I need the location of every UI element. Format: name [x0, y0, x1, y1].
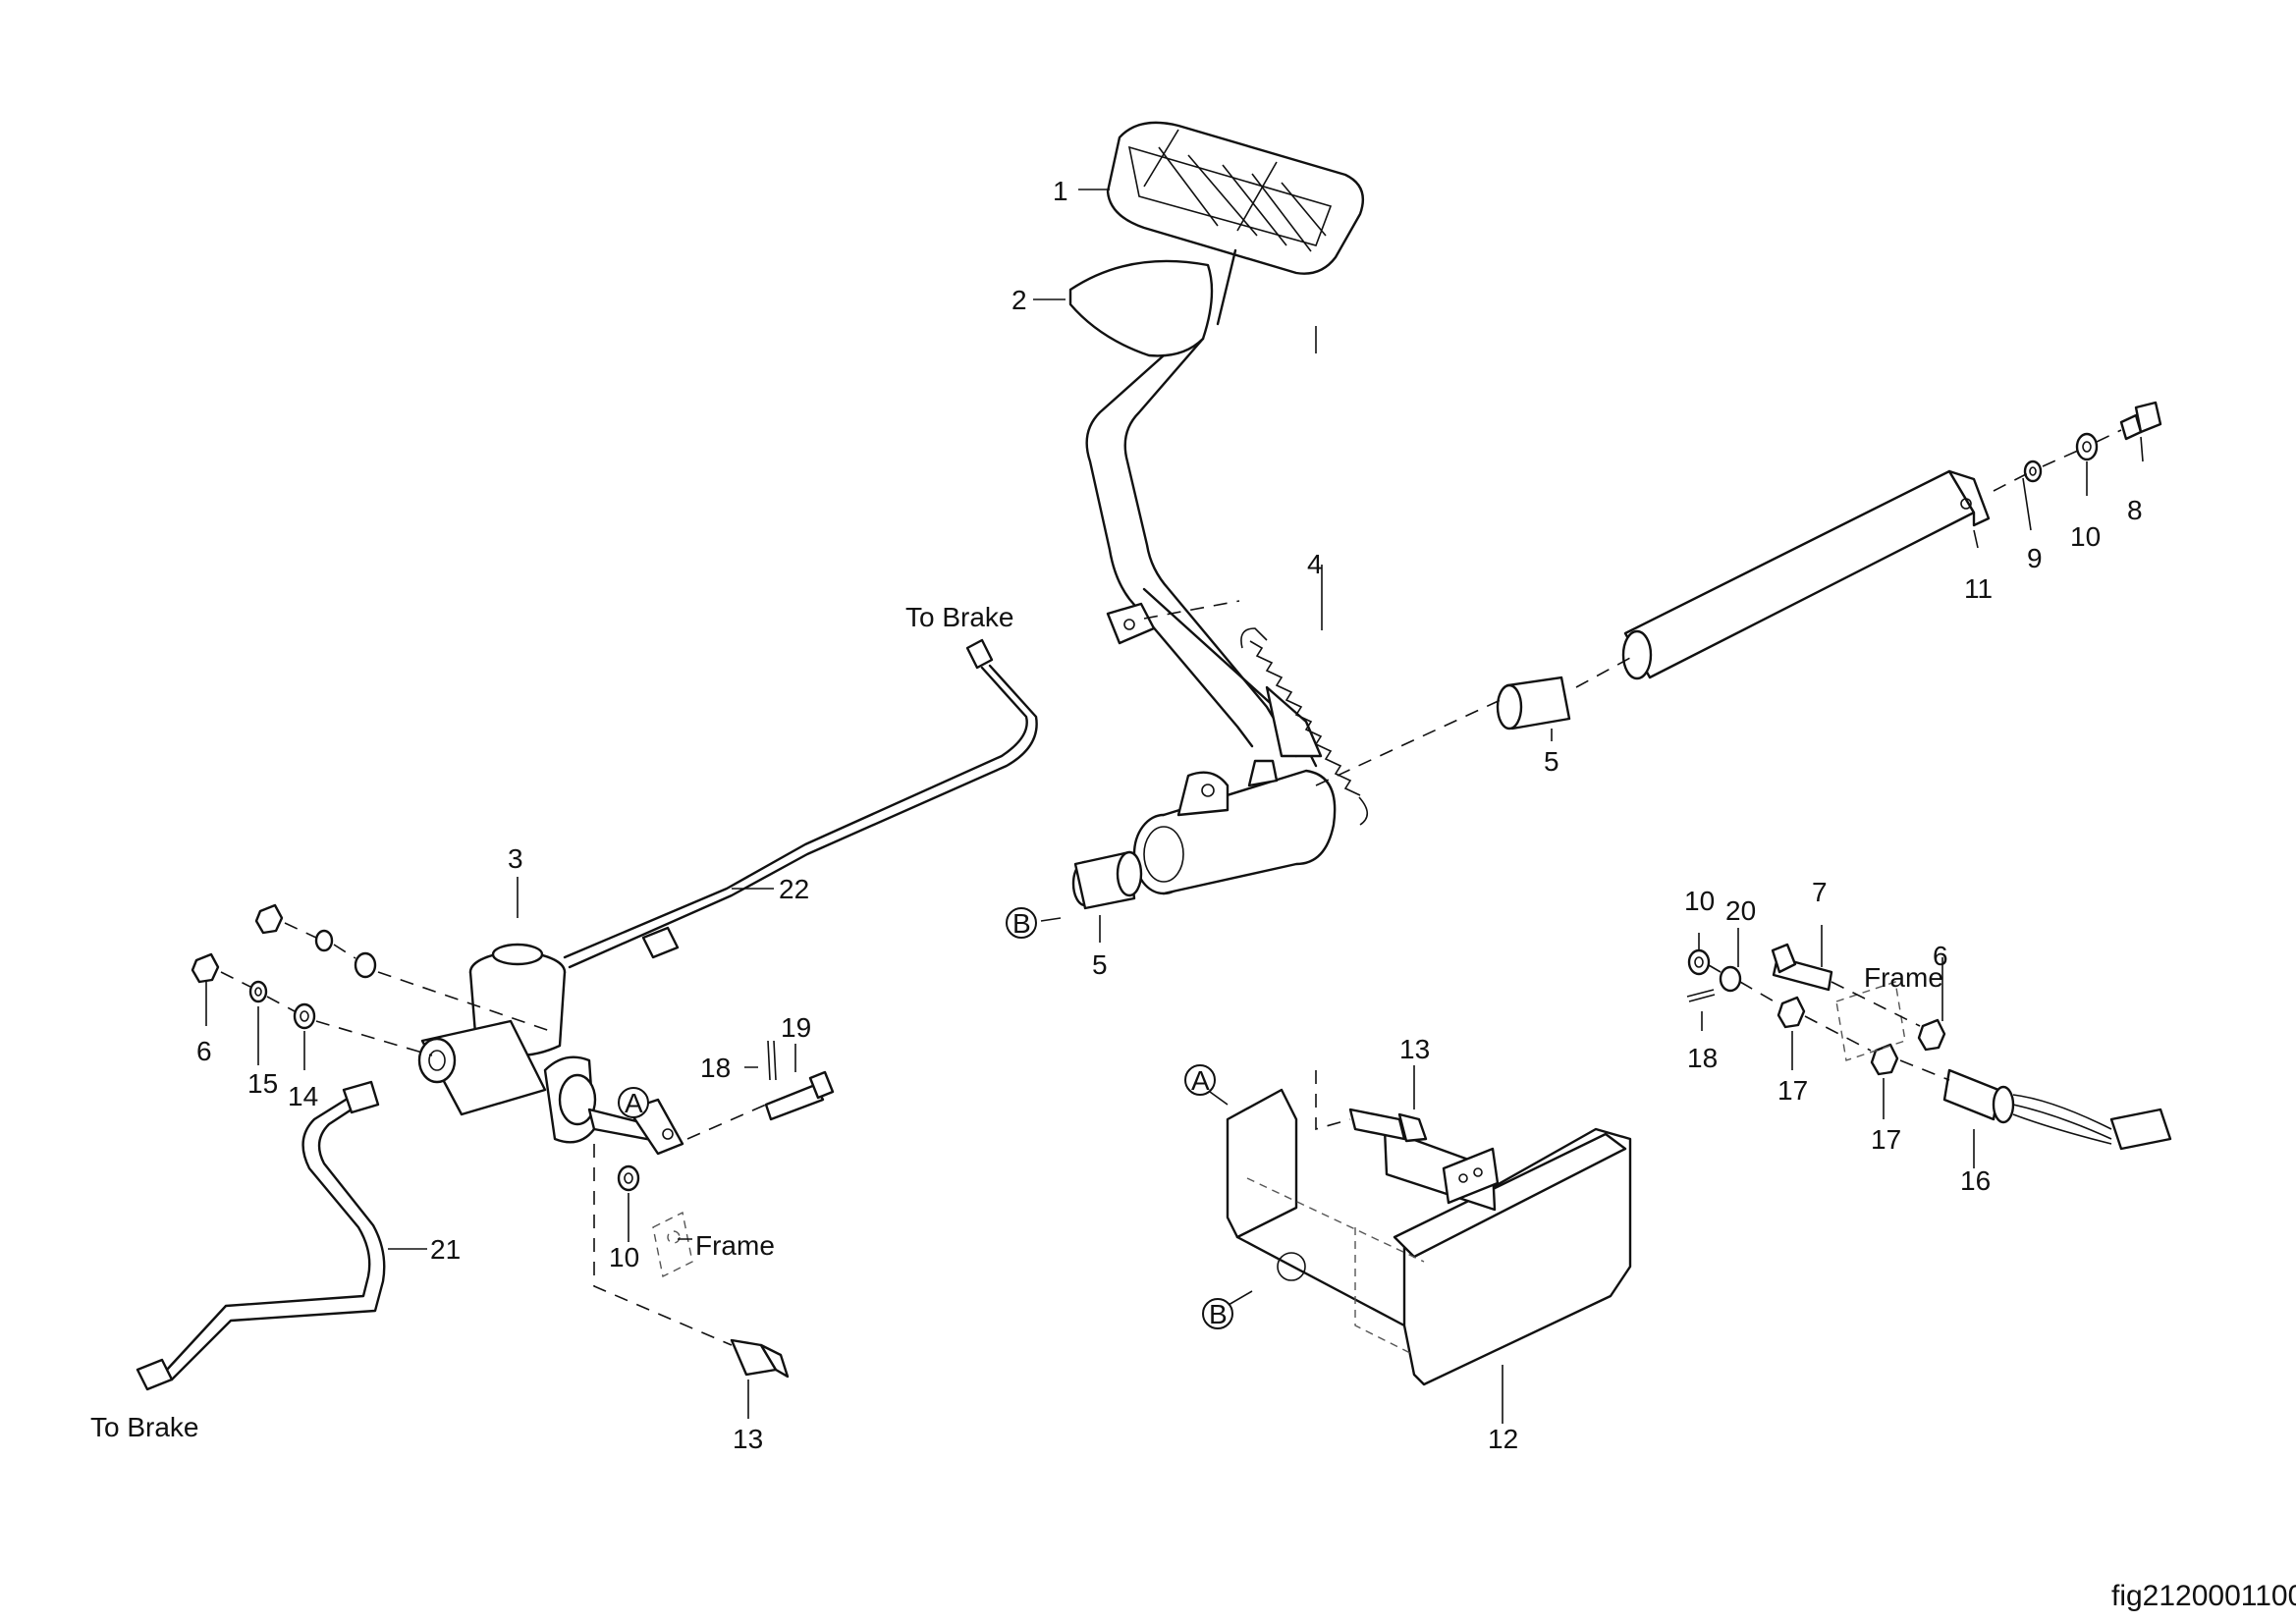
callout-4: 4: [1307, 549, 1323, 579]
ref-circle-A1: [618, 1087, 649, 1118]
washer-14: [293, 1002, 316, 1030]
ref-letter-B2: B: [1209, 1299, 1228, 1329]
callout-7: 7: [1812, 877, 1828, 907]
pedal-arm: [1085, 248, 1323, 768]
reference-letters: A A B B: [625, 908, 1228, 1329]
note-to-brake-bottom: To Brake: [90, 1412, 199, 1442]
figure-id: fig2120001100: [2111, 1580, 2296, 1612]
callout-16: 16: [1960, 1165, 1991, 1196]
callout-6a: 6: [196, 1036, 212, 1066]
callout-11: 11: [1964, 573, 1993, 604]
callout-18a: 18: [700, 1053, 731, 1083]
nut-6-left: [191, 952, 220, 984]
callout-2: 2: [1011, 285, 1027, 315]
note-to-brake-top: To Brake: [905, 602, 1014, 632]
callout-21: 21: [430, 1234, 461, 1265]
return-spring-4: [1143, 600, 1369, 826]
pedal-bracket-12: [1226, 1088, 1632, 1386]
callout-5a: 5: [1544, 746, 1559, 777]
bolt-7: [1771, 943, 1833, 992]
callout-20: 20: [1725, 895, 1756, 926]
cross-shaft-11: [1621, 469, 1991, 680]
master-cylinder-3: [417, 943, 684, 1156]
callout-17b: 17: [1871, 1124, 1901, 1155]
brake-pipe-21: [136, 1080, 386, 1391]
callout-labels: 1 2 3 4 5 5 6 6 7 8 9 10 10 10 11 12 13 …: [196, 176, 2143, 1454]
callout-15: 15: [247, 1068, 278, 1099]
ref-circle-B2: [1202, 1298, 1233, 1329]
callout-17a: 17: [1777, 1075, 1808, 1106]
washer-10-right: [1687, 948, 1711, 976]
callout-13b: 13: [733, 1424, 763, 1454]
leader-lines: [205, 189, 2144, 1424]
ref-circle-B1: [1006, 907, 1037, 939]
callout-22: 22: [779, 874, 809, 904]
clevis-pin-19: [764, 1070, 835, 1121]
bolt-13-bottom: [730, 1338, 790, 1379]
callout-10b: 10: [1684, 886, 1715, 916]
frame-bracket-left: [652, 1211, 693, 1278]
callout-10c: 10: [609, 1242, 639, 1272]
cotter-pin-18-left: [767, 1040, 777, 1081]
note-frame-left: Frame: [695, 1230, 775, 1261]
cotter-pin-18-right: [1686, 989, 1716, 1002]
note-frame-right: Frame: [1864, 962, 1943, 993]
callout-1: 1: [1053, 176, 1068, 206]
callout-6b: 6: [1933, 941, 1948, 971]
stop-light-switch-16: [1942, 1068, 2172, 1151]
callout-14: 14: [288, 1081, 318, 1111]
bushing-5-right: [1496, 676, 1571, 730]
spacer-20: [1719, 965, 1742, 993]
brake-rod-22: [563, 638, 1038, 969]
frame-bracket-right: [1835, 981, 1906, 1061]
callout-19: 19: [781, 1012, 811, 1043]
washer-10-left: [617, 1164, 640, 1192]
callout-18b: 18: [1687, 1043, 1718, 1073]
ref-letter-A2: A: [1191, 1065, 1210, 1096]
pedal-rubber-2: [1068, 259, 1214, 357]
nut-17-right: [1870, 1043, 1899, 1076]
pedal-hub: [1132, 759, 1337, 895]
nut-6-right: [1917, 1018, 1946, 1052]
pedal-pad-1: [1106, 121, 1365, 275]
callout-12: 12: [1488, 1424, 1518, 1454]
callout-13a: 13: [1399, 1034, 1430, 1064]
callout-5b: 5: [1092, 949, 1108, 980]
bushing-5-left: [1071, 850, 1143, 910]
nut-17-left: [1777, 996, 1806, 1029]
ref-letter-A1: A: [625, 1088, 643, 1118]
callout-10a: 10: [2070, 521, 2101, 552]
bolt-8: [2119, 401, 2162, 441]
washer-9: [2023, 460, 2043, 483]
bolt-13-bracket: [1348, 1108, 1428, 1143]
nut-top-left: [254, 903, 377, 979]
ref-letter-B1: B: [1012, 908, 1031, 939]
annotation-notes: To Brake To Brake Frame Frame: [90, 602, 1943, 1442]
washer-15: [248, 980, 268, 1003]
callout-8: 8: [2127, 495, 2143, 525]
callout-9: 9: [2027, 543, 2043, 573]
washer-10-top: [2075, 432, 2099, 461]
callout-3: 3: [508, 843, 523, 874]
ref-circle-A2: [1184, 1064, 1216, 1096]
